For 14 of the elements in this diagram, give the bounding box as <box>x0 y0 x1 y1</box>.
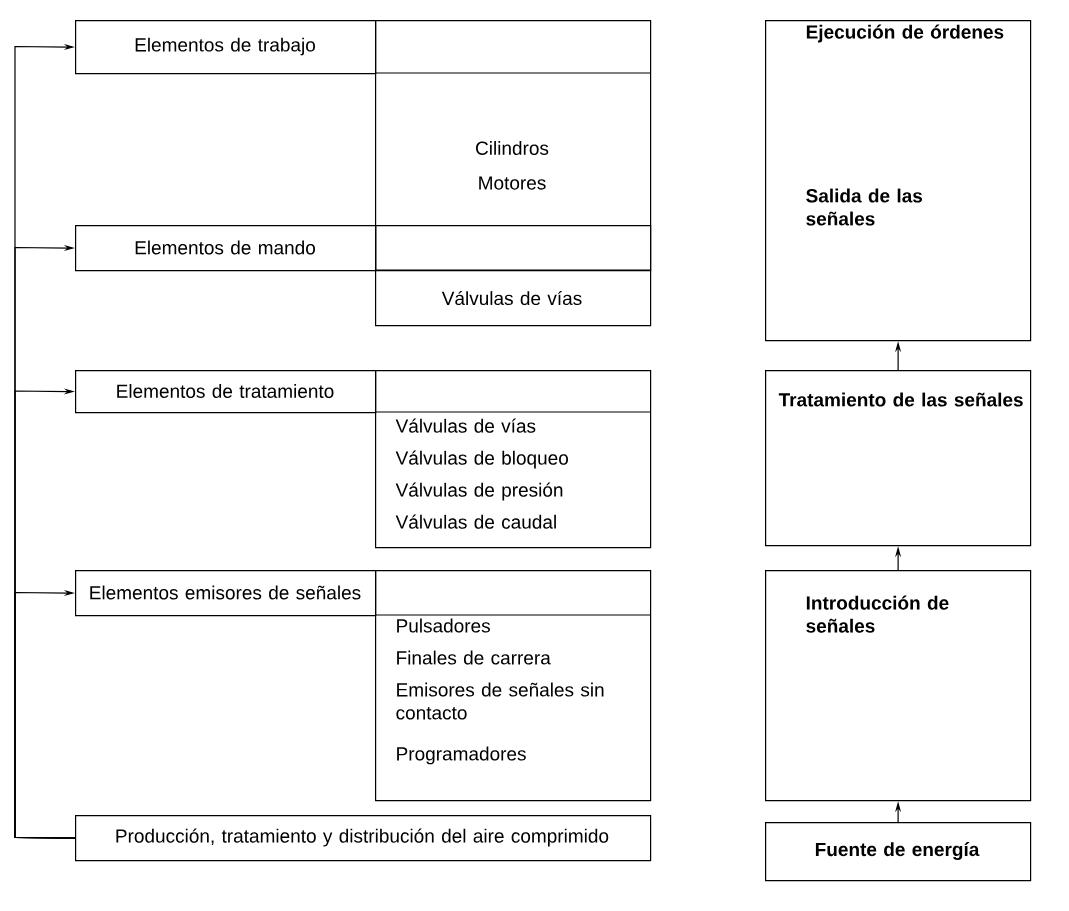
box: Elementos de trabajo <box>75 20 377 75</box>
box: Válvulas de vías Válvulas de bloqueo Válvulas de presión Válvulas de caudal <box>374 370 652 549</box>
box: Pulsadores Finales de carrera Emisores de señales sin contacto Programadores <box>374 570 652 802</box>
box: Elementos de mando <box>75 225 377 272</box>
arrow <box>14 589 76 839</box>
box: Fuente de energía <box>765 822 1032 882</box>
box: Válvulas de vías <box>374 225 652 327</box>
box: Producción, tratamiento y distribución del aire comprimido <box>75 815 652 862</box>
box: Cilindros Motores <box>374 20 652 272</box>
box: Introducción de señales <box>765 570 1032 802</box>
box: Elementos de tratamiento <box>75 370 377 414</box>
box: Tratamiento de las señales <box>765 370 1032 547</box>
box: Ejecución de órdenes Salida de las señales <box>765 20 1032 342</box>
box: Elementos emisores de señales <box>75 570 377 617</box>
